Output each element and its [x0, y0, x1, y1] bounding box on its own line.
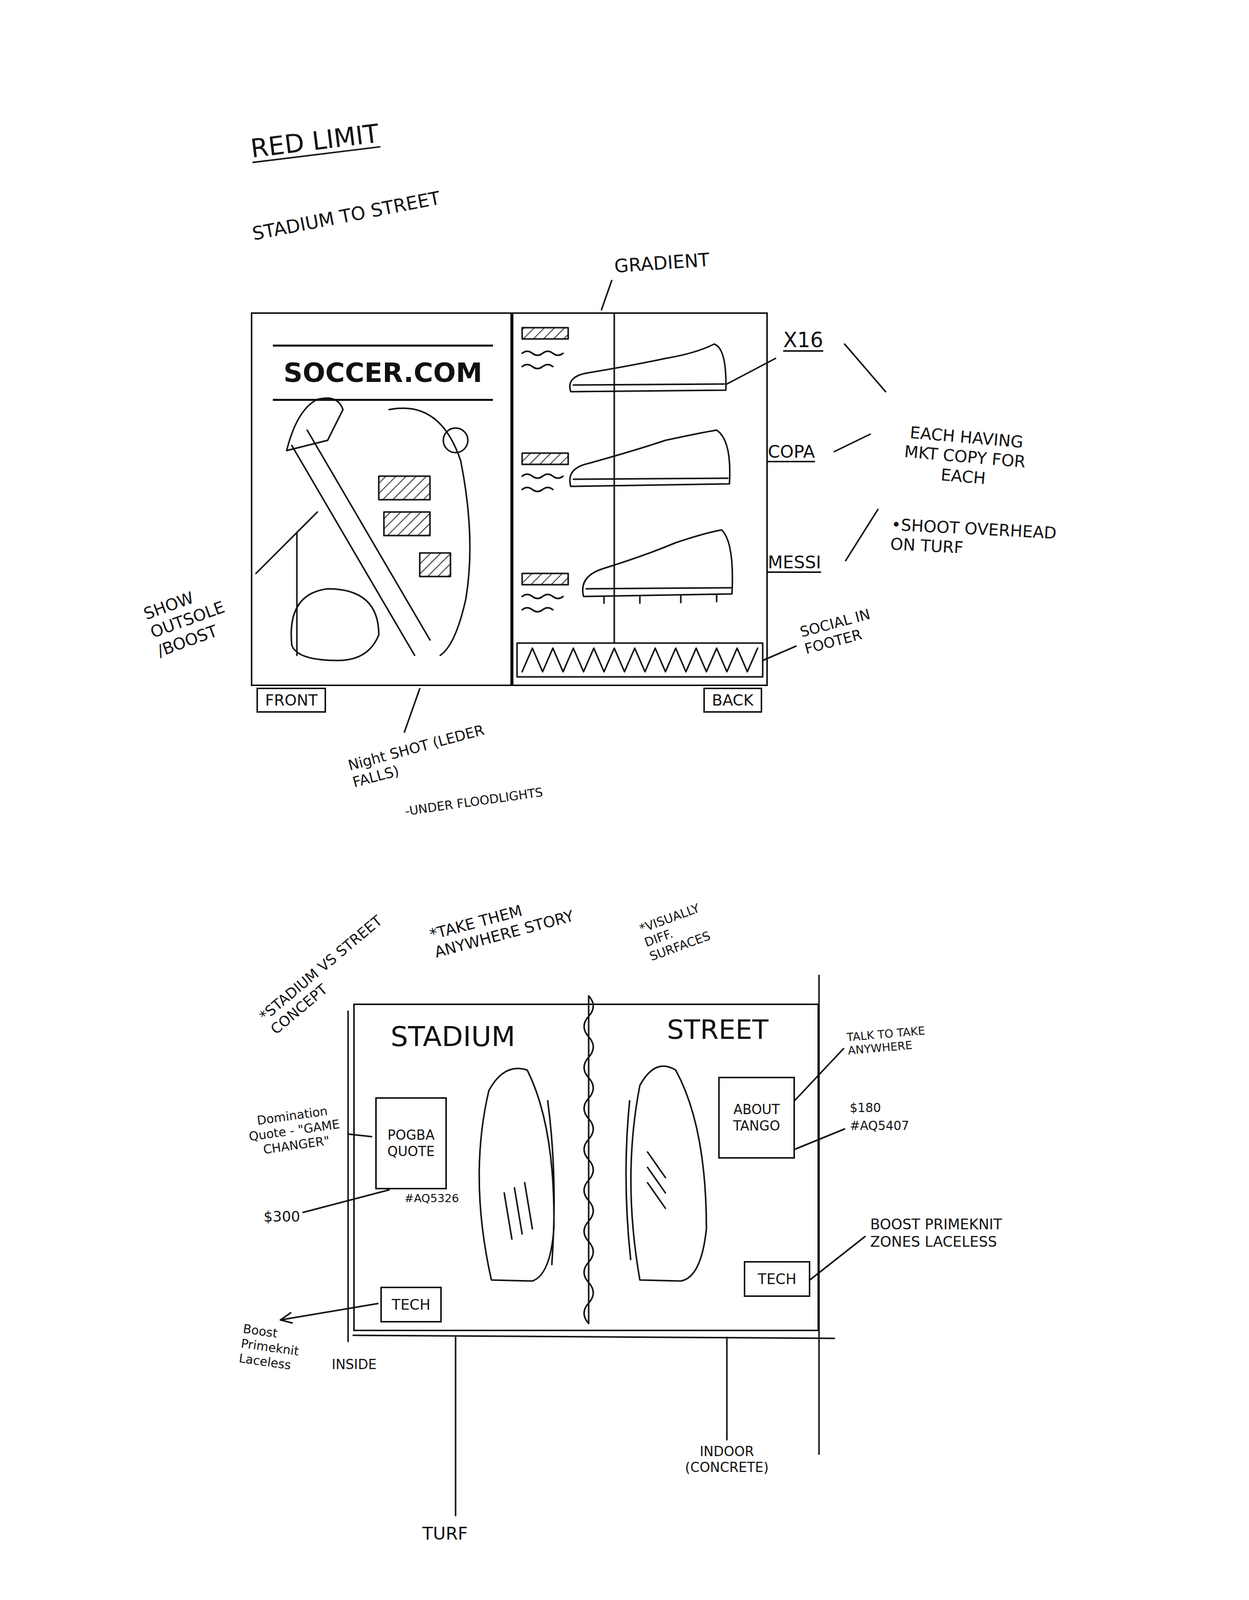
- note-text: TURF: [422, 1522, 468, 1544]
- note-text: BOOST PRIMEKNIT ZONES LACELESS: [870, 1215, 1024, 1251]
- player-head: [443, 427, 468, 453]
- note-text: EACH HAVING MKT COPY FOR EACH: [888, 421, 1042, 493]
- note-text: *STADIUM VS STREET CONCEPT: [256, 892, 420, 1038]
- tech-box: TECH: [743, 1260, 811, 1297]
- note-text: Domination Quote - "GAME CHANGER": [240, 1101, 349, 1160]
- masthead-text: SOCCER.COM: [283, 357, 483, 389]
- leader-line: [255, 280, 886, 732]
- copy-placeholder: [522, 573, 569, 585]
- shoe-top-view: [626, 1065, 707, 1281]
- spread-edge-extension: [348, 975, 835, 1454]
- note-text: INDOOR (CONCRETE): [680, 1443, 773, 1476]
- leader-line: [280, 1048, 866, 1516]
- hatched-block: [383, 511, 430, 536]
- note-text: *TAKE THEM ANYWHERE STORY: [427, 887, 581, 962]
- center-rule: [613, 313, 616, 643]
- page-heading: STADIUM: [390, 1020, 516, 1053]
- note-text: Night SHOT (LEDER FALLS): [346, 717, 504, 791]
- copy-squiggle: [522, 594, 564, 612]
- note-text: GRADIENT: [613, 248, 711, 278]
- masthead-band: SOCCER.COM: [272, 344, 493, 401]
- note-text: •SHOOT OVERHEAD ON TURF: [889, 514, 1082, 564]
- tech-box: TECH: [380, 1286, 442, 1323]
- arrow-head: [280, 1312, 293, 1323]
- box-text: ABOUT TANGO: [723, 1101, 790, 1135]
- note-text: *VISUALLY DIFF. SURFACES: [637, 892, 735, 964]
- panel-tag: FRONT: [256, 687, 327, 713]
- note-text: $180: [849, 1100, 881, 1116]
- footer-scribble: [522, 648, 758, 672]
- note-text: STADIUM TO STREET: [250, 186, 442, 246]
- note-text: INSIDE: [331, 1356, 377, 1373]
- player-figure: [286, 398, 470, 661]
- note-text: SHOW OUTSOLE /BOOST: [140, 575, 243, 661]
- note-text: #AQ5407: [849, 1118, 910, 1134]
- inside-spread: STADIUM STREET POGBA QUOTE TECH ABOUT TANGO T…: [353, 1003, 820, 1331]
- copy-placeholder: [522, 453, 569, 465]
- copy-placeholder: [522, 327, 569, 339]
- note-text: MESSI: [767, 551, 822, 573]
- copy-squiggle: [522, 351, 564, 369]
- note-text: -UNDER FLOODLIGHTS: [403, 784, 544, 819]
- copy-squiggle: [522, 474, 564, 492]
- shoe-side-view: [582, 529, 733, 604]
- note-text: TALK TO TAKE ANYWHERE: [846, 1021, 951, 1058]
- shoe-side-view: [569, 343, 726, 392]
- note-text: #AQ5326: [404, 1191, 459, 1205]
- shoe-top-view: [479, 1068, 554, 1281]
- note-text: COPA: [767, 441, 815, 463]
- sketch-title: RED LIMIT: [248, 118, 381, 164]
- panel-tag: BACK: [703, 687, 763, 713]
- note-text: Boost Primeknit Laceless: [238, 1321, 326, 1377]
- box-text: TECH: [391, 1295, 430, 1314]
- page-heading: STREET: [666, 1014, 769, 1045]
- note-text: $300: [263, 1208, 300, 1226]
- front-panel: FRONTSOCCER.COM: [250, 312, 512, 686]
- copy-box: ABOUT TANGO: [718, 1076, 795, 1159]
- wavy-divider: [584, 995, 594, 1324]
- hatched-block: [378, 476, 430, 500]
- note-text: SOCIAL IN FOOTER: [798, 600, 896, 658]
- box-text: TECH: [757, 1269, 796, 1288]
- hatched-block: [419, 552, 451, 577]
- box-text: POGBA QUOTE: [380, 1126, 442, 1160]
- footer-band: [517, 642, 763, 677]
- back-panel: BACK: [511, 312, 768, 686]
- shoe-side-view: [569, 429, 730, 487]
- note-text: X16: [783, 327, 824, 353]
- quote-box: POGBA QUOTE: [375, 1096, 447, 1190]
